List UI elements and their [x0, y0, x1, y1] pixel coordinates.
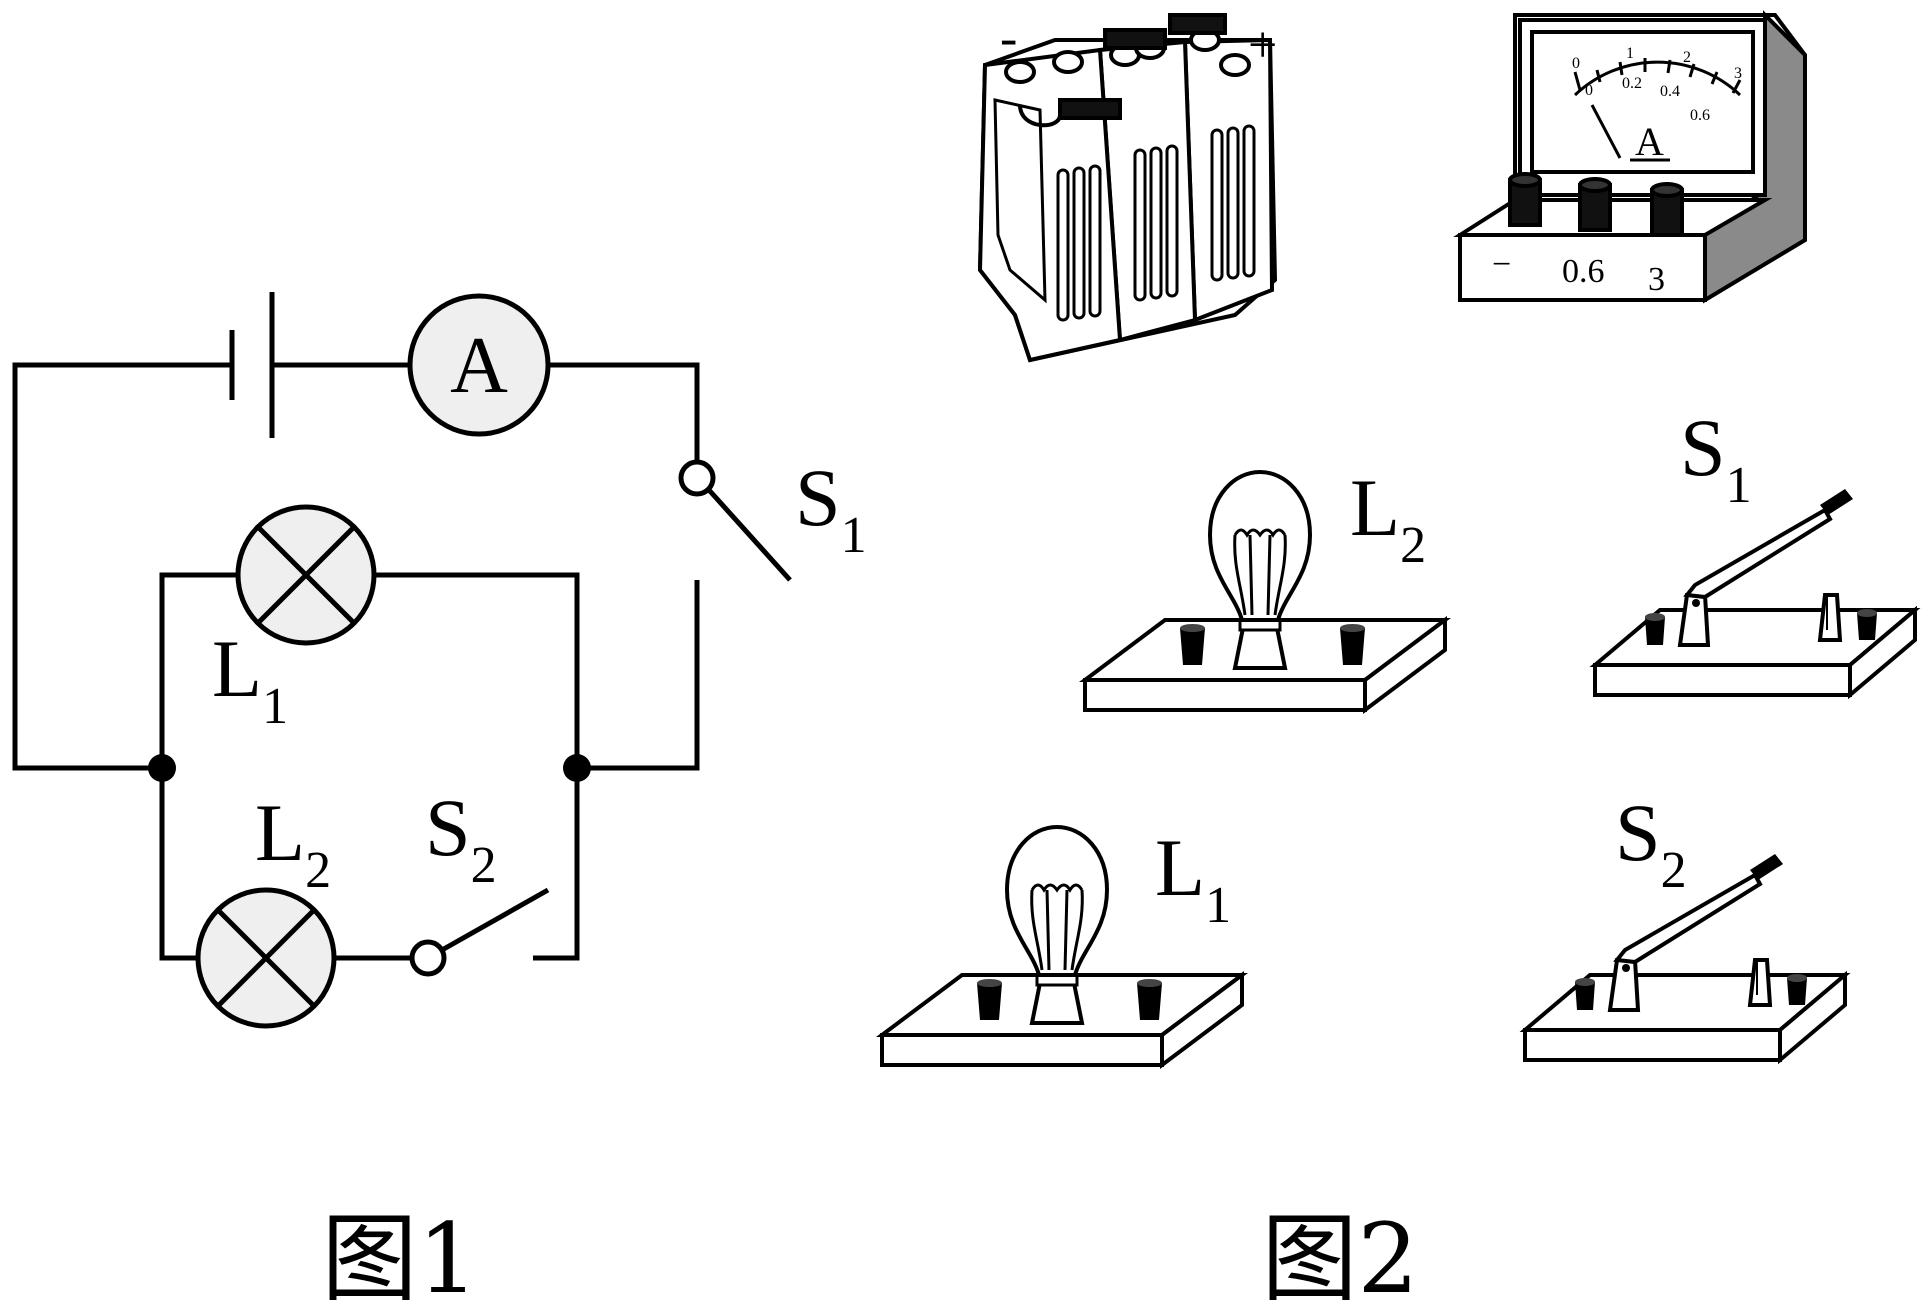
s1-to-junction-wire [577, 580, 700, 771]
svg-text:0: 0 [1585, 82, 1593, 99]
figure1-circuit: A S1 L1 L2 S2 图1 [12, 292, 867, 1314]
figure2-caption: 图2 [1261, 1203, 1418, 1314]
svg-text:0: 0 [1572, 55, 1580, 72]
switch-s2-symbol [409, 887, 550, 977]
svg-text:3: 3 [1734, 65, 1742, 82]
s2-label: S2 [425, 782, 497, 894]
bulb-l2-label: L2 [1350, 462, 1426, 574]
svg-text:2: 2 [1683, 49, 1691, 66]
ammeter-label: A [450, 322, 508, 410]
switch-s2-label: S2 [1615, 787, 1687, 899]
svg-text:3: 3 [1648, 261, 1665, 298]
battery-pack-illustration [977, 13, 1278, 363]
ammeter-to-s1-wire [548, 362, 700, 462]
svg-text:0.2: 0.2 [1622, 75, 1642, 92]
l2-label: L2 [255, 787, 331, 899]
switch-s1-illustration [1593, 487, 1917, 697]
l1-branch-left [159, 572, 238, 768]
ammeter-scale-labels: 0 1 2 3 0 0.2 0.4 0.6 [1572, 45, 1742, 124]
figure1-caption: 图1 [321, 1203, 478, 1314]
svg-text:1: 1 [1626, 45, 1634, 62]
battery-symbol [229, 292, 275, 438]
l2-branch-left [159, 768, 198, 961]
ammeter-terminal-labels: − 0.6 3 [1492, 246, 1665, 298]
lamp-l2-symbol [195, 887, 337, 1029]
ammeter-symbol: A [407, 293, 551, 437]
switch-s1-label: S1 [1680, 402, 1752, 514]
circuit-wires [12, 362, 700, 961]
top-wire-left [12, 362, 230, 771]
ammeter-illustration [1453, 10, 1807, 304]
svg-text:0.6: 0.6 [1690, 107, 1710, 124]
s1-label: S1 [795, 452, 867, 564]
junction-right [563, 754, 591, 782]
s2-to-junction-wire [533, 768, 580, 961]
figure2-components: - + [880, 10, 1917, 1314]
lamp-l1-symbol [235, 504, 377, 646]
l1-branch-right [374, 572, 580, 768]
battery-positive-label: + [1248, 17, 1277, 74]
l1-label: L1 [212, 623, 288, 735]
svg-text:−: − [1492, 246, 1511, 283]
battery-negative-label: - [1000, 10, 1017, 67]
ammeter-dial-symbol: A [1635, 119, 1664, 164]
bulb-l1-label: L1 [1155, 822, 1231, 934]
switch-s1-symbol [678, 459, 792, 582]
svg-text:0.6: 0.6 [1562, 253, 1605, 290]
junction-left [148, 754, 176, 782]
svg-text:0.4: 0.4 [1660, 83, 1680, 100]
